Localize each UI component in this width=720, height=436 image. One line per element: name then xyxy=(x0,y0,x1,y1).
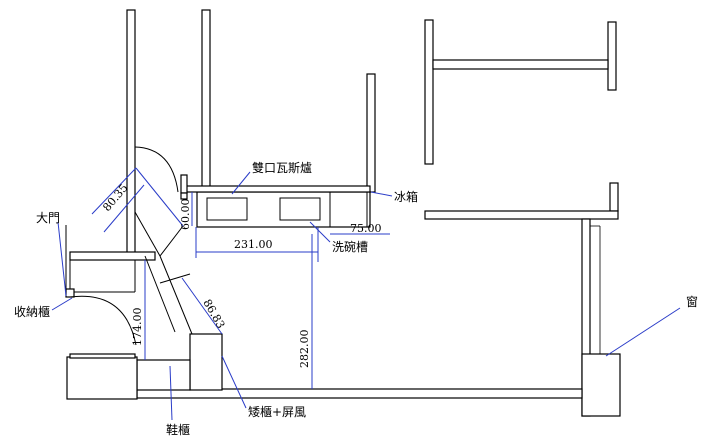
window-box xyxy=(581,353,621,417)
wall-center-column xyxy=(201,9,211,193)
diagonal-wall xyxy=(144,255,176,333)
leader-window xyxy=(605,307,681,357)
leader-fridge xyxy=(370,191,393,197)
dimension-86-83: 86.83 xyxy=(200,297,227,331)
wall-right-room-top xyxy=(432,59,609,70)
diagonal-wall xyxy=(159,255,193,335)
leader-door xyxy=(57,221,67,297)
leader-stove xyxy=(231,171,251,195)
diagonal-wall xyxy=(159,273,191,284)
storage-block xyxy=(66,356,138,400)
label-door: 大門 xyxy=(36,211,60,225)
door-frame-post xyxy=(180,174,188,194)
wall-right-room-right xyxy=(607,21,617,91)
main-door-swing xyxy=(69,295,137,346)
dimension-174-00: 174.00 xyxy=(131,308,144,347)
dimension-80-35: 80.35 xyxy=(100,181,130,213)
wall-right-room-bottom xyxy=(424,210,619,220)
shoe-cabinet xyxy=(136,359,191,391)
leader-storage xyxy=(51,297,73,311)
dimension-60-00: 60.00 xyxy=(179,199,192,231)
door-post xyxy=(65,288,75,298)
label-low-cabinet: 矮櫃+屏風 xyxy=(248,405,306,419)
dimension-line xyxy=(135,167,184,227)
label-fridge: 冰箱 xyxy=(394,189,418,204)
dimension-231-00: 231.00 xyxy=(234,238,273,251)
low-cabinet xyxy=(189,333,223,391)
kitchen-door-swing xyxy=(134,146,179,193)
label-window: 窗 xyxy=(686,295,698,309)
diagonal-wall xyxy=(134,211,161,257)
label-storage: 收納櫃 xyxy=(14,305,50,319)
kitchen-counter-top xyxy=(185,185,371,193)
label-stove: 雙口瓦斯爐 xyxy=(252,160,312,175)
dimension-line xyxy=(91,167,137,215)
wall-left-column xyxy=(126,9,136,259)
fridge-box xyxy=(329,191,368,228)
wall-right-room-left xyxy=(424,19,434,165)
kitchen-counter xyxy=(196,191,371,228)
label-sink: 洗碗槽 xyxy=(332,239,368,254)
label-shoe-cabinet: 鞋櫃 xyxy=(166,422,190,436)
stove-burner-box xyxy=(206,197,248,221)
wall-right-stub xyxy=(609,182,619,212)
storage-shelf xyxy=(69,353,136,359)
leader-low-cabinet xyxy=(221,355,247,409)
dimension-line xyxy=(181,277,223,335)
dimension-282-00: 282.00 xyxy=(298,330,311,369)
entry-partition xyxy=(69,251,156,261)
leader-shoe-cabinet xyxy=(169,365,173,421)
wall-kitchen-right xyxy=(366,73,376,193)
dimension-75-00: 75.00 xyxy=(350,222,382,235)
sink-basin-box xyxy=(279,197,321,221)
dimension-line xyxy=(103,184,145,233)
door-frame-post xyxy=(180,192,188,200)
leader-sink xyxy=(309,221,331,243)
diagonal-wall xyxy=(159,225,184,257)
